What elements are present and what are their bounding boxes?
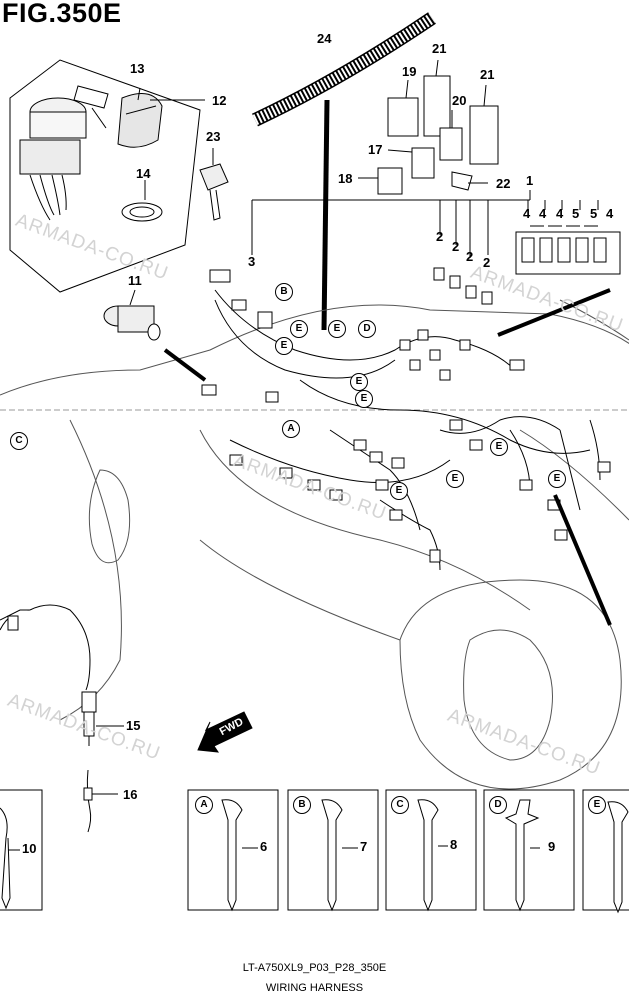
callout-2d: 2 (483, 255, 491, 270)
callout-4a: 4 (523, 206, 531, 221)
connector-marker-e: E (355, 390, 373, 408)
callout-10: 10 (22, 841, 37, 856)
callout-22: 22 (496, 176, 511, 191)
connector-marker-e: E (446, 470, 464, 488)
connector-marker-e: E (490, 438, 508, 456)
callout-6: 6 (260, 839, 268, 854)
callout-13: 13 (130, 61, 145, 76)
callout-4d: 4 (606, 206, 614, 221)
figure-caption: WIRING HARNESS (265, 982, 364, 994)
legend-marker-c: C (391, 796, 409, 814)
callout-16: 16 (123, 787, 138, 802)
callout-1: 1 (526, 173, 534, 188)
legend-marker-e: E (588, 796, 606, 814)
callout-19: 19 (402, 64, 417, 79)
callout-18: 18 (338, 171, 353, 186)
callout-4c: 4 (556, 206, 564, 221)
relay-group (377, 75, 499, 195)
callout-17: 17 (368, 142, 383, 157)
callout-12: 12 (212, 93, 227, 108)
tie-bands (0, 799, 629, 914)
leader-lines (137, 59, 599, 258)
callout-20: 20 (452, 93, 467, 108)
callout-23: 23 (206, 129, 221, 144)
callout-21-top: 21 (432, 41, 447, 56)
connector-marker-e: E (275, 337, 293, 355)
power-outlet (103, 305, 161, 341)
connector-marker-a: A (282, 420, 300, 438)
callout-21: 21 (480, 67, 495, 82)
ignition-switch (19, 85, 109, 221)
connector-marker-e: E (390, 482, 408, 500)
callout-5a: 5 (572, 206, 580, 221)
fwd-arrow (197, 711, 253, 753)
callout-3: 3 (248, 254, 256, 269)
figure-title: FIG.350E (2, 0, 122, 28)
switch-cover (117, 93, 163, 148)
callout-15: 15 (126, 718, 141, 733)
callout-8: 8 (450, 837, 458, 852)
fuse-block (515, 225, 621, 275)
connector-marker-e: E (548, 470, 566, 488)
legend-marker-d: D (489, 796, 507, 814)
key (199, 163, 229, 221)
callout-11: 11 (128, 273, 142, 288)
legend-boxes (0, 789, 629, 911)
harness-wires (0, 289, 601, 691)
callout-2a: 2 (436, 229, 444, 244)
callout-2b: 2 (452, 239, 460, 254)
callout-24: 24 (317, 31, 332, 46)
figure-code: LT-A750XL9_P03_P28_350E (242, 962, 387, 974)
ignition-group-frame (9, 59, 201, 293)
connector-marker-c: C (10, 432, 28, 450)
callout-7: 7 (360, 839, 368, 854)
callout-4b: 4 (539, 206, 547, 221)
callout-9: 9 (548, 839, 556, 854)
oxygen-sensor (0, 609, 124, 746)
legend-marker-b: B (293, 796, 311, 814)
connector-marker-e: E (290, 320, 308, 338)
connector-marker-e: E (328, 320, 346, 338)
connector-marker-b: B (275, 283, 293, 301)
small-fuses (433, 267, 493, 305)
legend-marker-a: A (195, 796, 213, 814)
connector-marker-e: E (350, 373, 368, 391)
harness-connectors (201, 269, 611, 563)
callout-14: 14 (136, 166, 151, 181)
callout-2c: 2 (466, 249, 474, 264)
ring-nut (121, 202, 163, 222)
corrugated-tube (252, 12, 436, 331)
wire-clamp (83, 769, 118, 833)
connector-marker-d: D (358, 320, 376, 338)
callout-5b: 5 (590, 206, 598, 221)
